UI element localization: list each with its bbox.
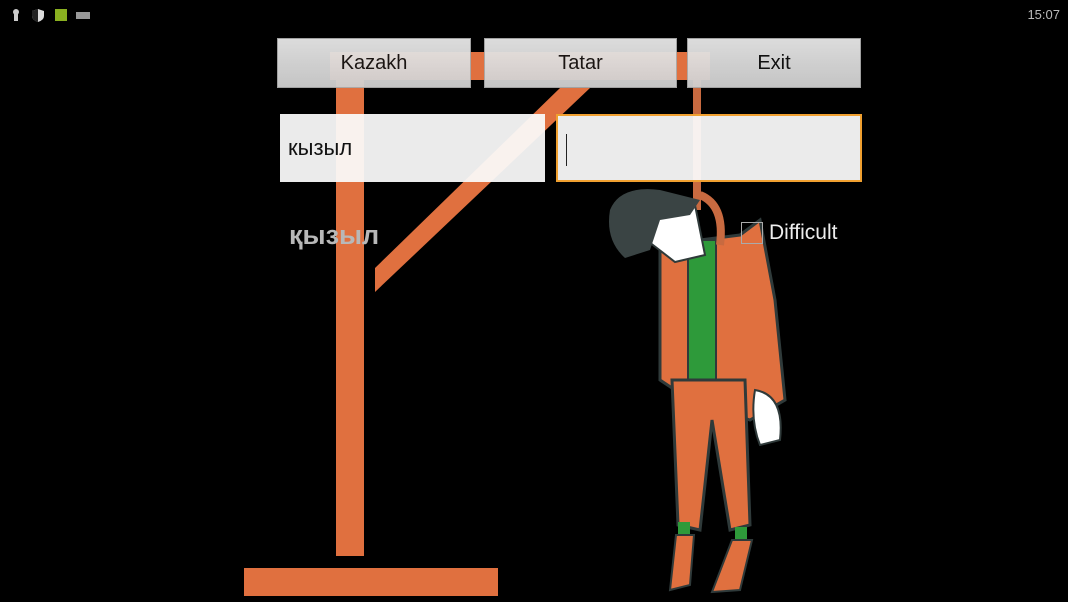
- gallows-base: [244, 568, 498, 596]
- app-icon: [55, 9, 67, 21]
- revealed-word: қызыл: [289, 220, 380, 250]
- difficult-label[interactable]: Difficult: [769, 221, 838, 244]
- tatar-button[interactable]: Tatar: [484, 38, 677, 88]
- hanged-man: [609, 189, 787, 594]
- source-word-field: кызыл: [280, 114, 545, 182]
- status-icons: [13, 9, 90, 22]
- text-cursor: [566, 134, 567, 166]
- source-word: кызыл: [288, 135, 353, 160]
- kazakh-button[interactable]: Kazakh: [277, 38, 471, 88]
- clock: 15:07: [1027, 7, 1060, 22]
- status-bar: 15:07: [0, 0, 1068, 30]
- keyboard-icon: [76, 12, 90, 19]
- difficult-checkbox[interactable]: [741, 222, 763, 244]
- keyhole-icon: [13, 9, 19, 21]
- answer-input[interactable]: [556, 114, 862, 182]
- shield-icon: [32, 9, 44, 22]
- exit-button[interactable]: Exit: [687, 38, 861, 88]
